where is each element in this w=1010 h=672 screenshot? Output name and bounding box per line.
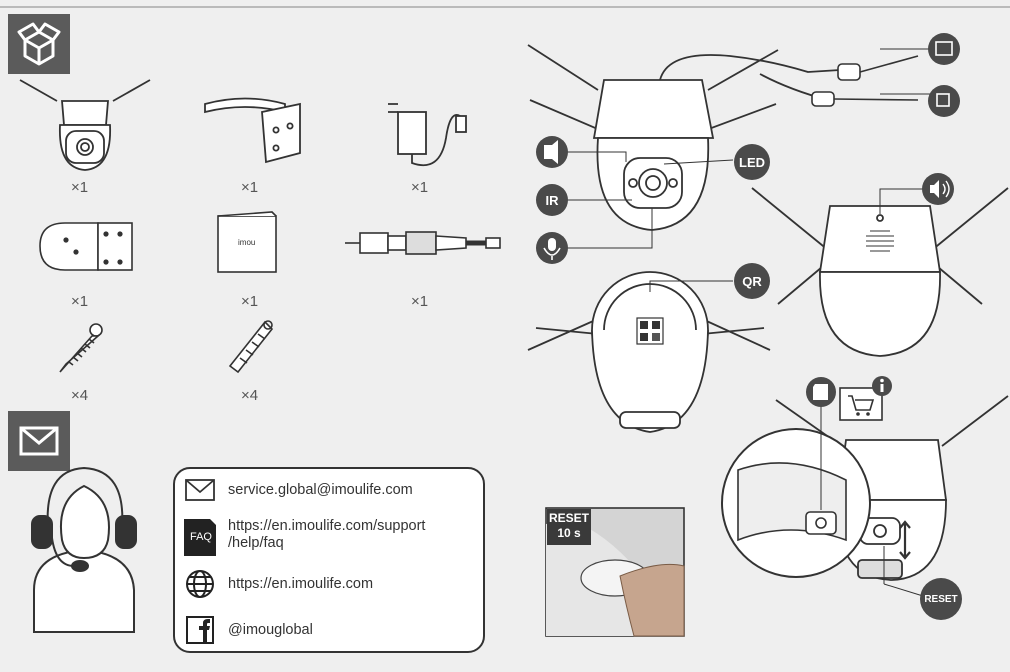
ir-badge: IR <box>536 184 568 216</box>
adapter-qty: ×1 <box>411 179 428 196</box>
facebook-icon <box>187 617 213 643</box>
reset-hold-label: RESET 10 s <box>547 509 591 545</box>
screw-qty: ×4 <box>71 387 88 404</box>
waterproof-connector-illustration <box>345 232 500 254</box>
faq-link[interactable]: https://en.imoulife.com/support /help/fa… <box>228 518 425 552</box>
power-adapter-illustration <box>388 104 466 165</box>
wall-bracket-illustration <box>205 99 300 163</box>
bracket-qty: ×1 <box>241 179 258 196</box>
faq-url-line1: https://en.imoulife.com/support <box>228 518 425 535</box>
qr-badge: QR <box>734 263 770 299</box>
camera-front-diagram <box>528 45 840 230</box>
faq-url-line2: /help/faq <box>228 535 425 552</box>
email-link[interactable]: service.global@imoulife.com <box>228 482 413 499</box>
sd-card-icon <box>806 377 836 407</box>
camera-bottom-diagram <box>528 272 770 432</box>
screw-illustration <box>60 324 102 372</box>
facebook-link[interactable]: @imouglobal <box>228 622 313 639</box>
led-badge: LED <box>734 144 770 180</box>
reset-hold-line1: RESET <box>547 511 591 526</box>
mounting-template-illustration <box>40 223 132 270</box>
camera-qty: ×1 <box>71 179 88 196</box>
connector-qty: ×1 <box>411 293 428 310</box>
power-plug-icon <box>928 85 960 117</box>
reset-badge: RESET <box>920 578 962 620</box>
anchor-illustration <box>230 321 272 372</box>
guide-qty: ×1 <box>241 293 258 310</box>
info-icon <box>872 376 892 396</box>
open-box-icon <box>8 14 70 74</box>
cable-connectors <box>812 56 918 106</box>
website-link[interactable]: https://en.imoulife.com <box>228 576 373 593</box>
magnifier-detail <box>722 405 870 577</box>
reset-hold-line2: 10 s <box>547 526 591 541</box>
anchor-qty: ×4 <box>241 387 258 404</box>
ethernet-port-icon <box>928 33 960 65</box>
headset-support-icon <box>32 468 136 632</box>
template-qty: ×1 <box>71 293 88 310</box>
camera-item-illustration <box>20 80 150 170</box>
envelope-icon <box>8 411 70 471</box>
guide-brand: imou <box>238 238 255 247</box>
faq-icon-label: FAQ <box>186 531 216 543</box>
